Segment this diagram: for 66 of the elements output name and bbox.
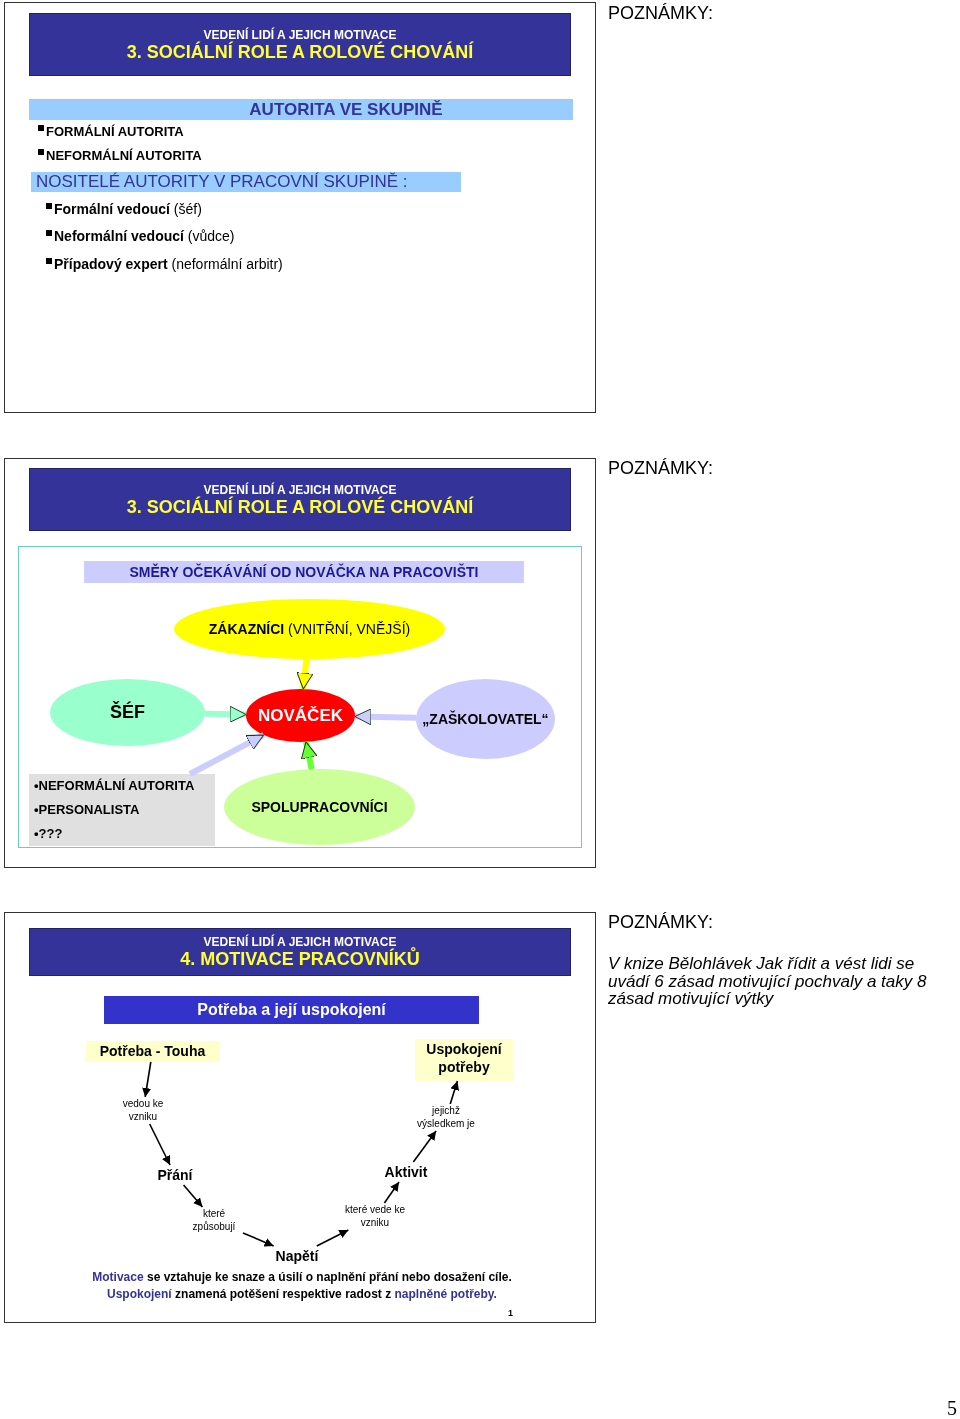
arrow — [182, 1184, 204, 1208]
arrow — [242, 1232, 275, 1247]
bullet-item: NEFORMÁLNÍ AUTORITA — [38, 148, 202, 163]
arrow — [142, 1061, 152, 1098]
list-box — [29, 774, 215, 846]
section-heading-bar — [29, 99, 573, 120]
connector-text: které vede ke vzniku — [337, 1203, 413, 1230]
diagram-frame — [18, 546, 582, 848]
list-item: •??? — [34, 825, 64, 843]
connector-text: vedou ke vzniku — [113, 1097, 173, 1124]
bullet-item: Neformální vedoucí (vůdce) — [46, 228, 235, 244]
bullet-item: FORMÁLNÍ AUTORITA — [38, 124, 184, 139]
stage-label: Aktivit — [377, 1162, 435, 1182]
bullet-item: Formální vedoucí (šéf) — [46, 201, 202, 217]
slide-frame — [4, 912, 596, 1323]
notes-text: V knize Bělohlávek Jak řídit a vést lidi se uvádí 6 zásad motivující pochvaly a taky 8 zásad motivující výtky — [608, 955, 928, 1008]
banner-subtitle: VEDENÍ LIDÍ A JEJICH MOTIVACE — [203, 935, 397, 949]
footnote-text: Motivace se vztahuje ke snaze a úsilí o naplnění přání nebo dosažení cíle. — [91, 1270, 513, 1284]
section-heading: NOSITELÉ AUTORITY V PRACOVNÍ SKUPINĚ : — [36, 172, 409, 192]
page-number: 5 — [947, 1397, 957, 1419]
title-banner — [29, 13, 571, 76]
title-banner — [29, 928, 571, 976]
page-number: 1 — [508, 1308, 513, 1318]
notes-heading: POZNÁMKY: — [608, 912, 714, 933]
diagram-heading: Potřeba a její uspokojení — [196, 1000, 387, 1020]
arrow — [449, 1080, 460, 1105]
list-item: •NEFORMÁLNÍ AUTORITA — [34, 777, 196, 795]
role-label: ŠÉF — [110, 702, 145, 723]
role-label: ZÁKAZNÍCI (VNITŘNÍ, VNĚJŠÍ) — [208, 621, 411, 637]
section-heading: AUTORITA VE SKUPINĚ — [248, 99, 444, 120]
title-banner — [29, 468, 571, 531]
heading-bar — [84, 561, 524, 583]
notes-heading: POZNÁMKY: — [608, 458, 714, 479]
arrow — [412, 1130, 437, 1163]
notes-heading: POZNÁMKY: — [608, 3, 714, 24]
connector-text: které způsobují — [185, 1207, 243, 1234]
bullet-item: Případový expert (neformální arbitr) — [46, 256, 283, 272]
stage-label: Potřeba - Touha — [98, 1042, 207, 1060]
arrow — [188, 732, 266, 777]
banner-subtitle: VEDENÍ LIDÍ A JEJICH MOTIVACE — [203, 482, 397, 497]
arrow — [354, 708, 417, 726]
stage-label: Napětí — [267, 1246, 327, 1266]
list-item: •PERSONALISTA — [34, 801, 141, 819]
stage-label: Uspokojení potřeby — [425, 1040, 503, 1076]
arrow — [204, 705, 247, 723]
arrow — [315, 1229, 350, 1247]
stage-box — [415, 1039, 513, 1081]
stage-box — [86, 1041, 219, 1062]
arrow — [383, 1181, 400, 1204]
arrow — [300, 741, 318, 770]
footnote-text: Uspokojení znamená potěšení respektive radost z naplněné potřeby. — [106, 1287, 498, 1301]
role-label: „ZAŠKOLOVATEL“ — [422, 711, 549, 727]
banner-subtitle: VEDENÍ LIDÍ A JEJICH MOTIVACE — [203, 27, 397, 42]
arrow — [148, 1123, 171, 1166]
heading-bar — [104, 996, 479, 1024]
arrow — [296, 658, 314, 690]
slide-frame — [4, 458, 596, 868]
stage-label: Přání — [147, 1165, 203, 1185]
diagram-heading: SMĚRY OČEKÁVÁNÍ OD NOVÁČKA NA PRACOVIŠTI — [128, 562, 480, 582]
connector-text: jejichž výsledkem je — [409, 1104, 483, 1131]
slide-frame — [4, 2, 596, 413]
banner-title: 3. SOCIÁLNÍ ROLE A ROLOVÉ CHOVÁNÍ — [126, 41, 474, 62]
banner-title: 4. MOTIVACE PRACOVNÍKŮ — [180, 949, 420, 969]
banner-title: 3. SOCIÁLNÍ ROLE A ROLOVÉ CHOVÁNÍ — [126, 496, 474, 517]
role-label: NOVÁČEK — [258, 705, 343, 726]
role-label: SPOLUPRACOVNÍCI — [251, 799, 388, 815]
